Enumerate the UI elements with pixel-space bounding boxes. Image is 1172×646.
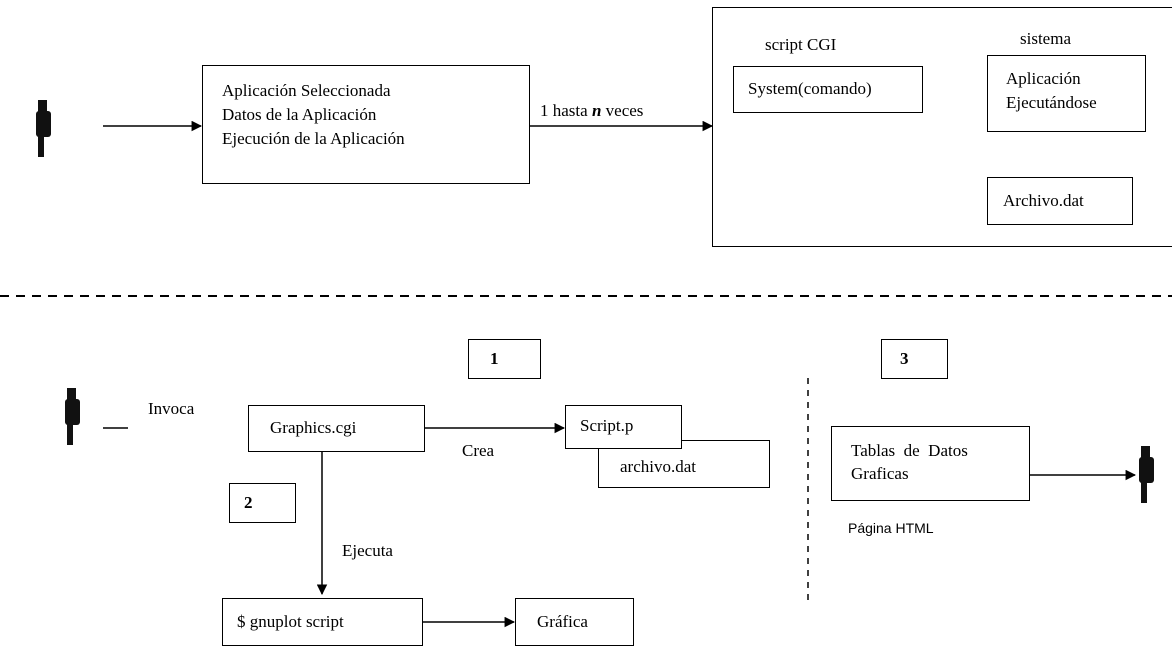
- app-box-line-3: Ejecución de la Aplicación: [222, 129, 405, 148]
- create-label: Crea: [462, 441, 495, 460]
- graphics-cgi-box: [248, 405, 425, 452]
- gnuplot-box: [222, 598, 423, 646]
- step-3-label: 3: [900, 349, 909, 368]
- running-app-line-2: Ejecutándose: [1006, 93, 1097, 112]
- command-box-label: System(comando): [748, 79, 872, 98]
- html-page-label: Página HTML: [848, 520, 934, 536]
- output-file-label: Archivo.dat: [1003, 191, 1084, 210]
- cgi-script-label: script CGI: [765, 35, 837, 54]
- user-icon-top: [36, 100, 51, 157]
- application-box: [202, 65, 530, 184]
- graphics-cgi-label: Graphics.cgi: [270, 418, 357, 437]
- html-page-box: [831, 426, 1030, 501]
- step-3-box: [881, 339, 948, 379]
- data-file-label: archivo.dat: [620, 457, 696, 476]
- script-file-label: Script.p: [580, 416, 634, 435]
- running-app-line-1: Aplicación: [1006, 69, 1081, 88]
- script-file-box: [565, 405, 682, 449]
- graph-label: Gráfica: [537, 612, 588, 631]
- step-2-label: 2: [244, 493, 253, 512]
- user-icon-bottom-left: [65, 388, 80, 445]
- execute-label: Ejecuta: [342, 541, 393, 560]
- gnuplot-label: $ gnuplot script: [237, 612, 344, 631]
- repeat-label: 1 hasta n veces: [540, 101, 644, 120]
- app-box-line-2: Datos de la Aplicación: [222, 105, 377, 124]
- running-app-box: [987, 55, 1146, 132]
- html-box-line-2: Graficas: [851, 464, 909, 483]
- command-box: [733, 66, 923, 113]
- step-1-box: [468, 339, 541, 379]
- step-2-box: [229, 483, 296, 523]
- html-box-line-1: Tablas de Datos: [851, 441, 968, 460]
- invoke-label: Invoca: [148, 399, 195, 418]
- step-1-label: 1: [490, 349, 499, 368]
- app-box-line-1: Aplicación Seleccionada: [222, 81, 391, 100]
- output-file-box: [987, 177, 1133, 225]
- system-label: sistema: [1020, 29, 1071, 48]
- user-icon-bottom-right: [1139, 446, 1154, 503]
